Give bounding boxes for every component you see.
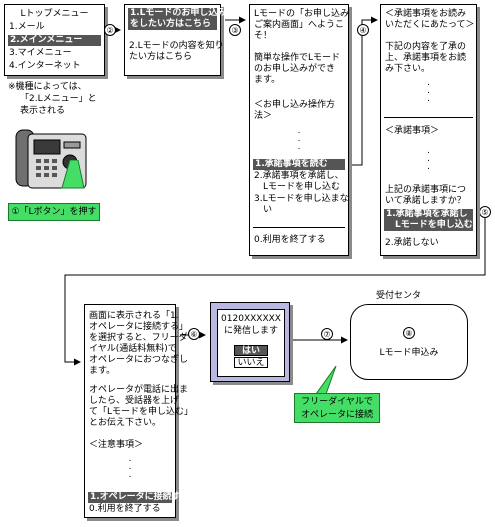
step-8-marker: ⑧	[403, 327, 415, 339]
menu-item-main-menu[interactable]: 2.メインメニュー	[8, 35, 101, 46]
ellipsis-vertical: ...	[427, 78, 430, 104]
guide-line-9: ＜お申し込み操作方	[254, 100, 336, 110]
terms-line-2: いただくにあたって＞	[385, 20, 475, 30]
guide-line-10: 法＞	[254, 111, 273, 121]
option-accept-line-2[interactable]: Lモードを申し込む	[384, 220, 473, 231]
dialing-panel: 0120XXXXXX に発信します はい いいえ	[217, 309, 285, 377]
option-info-line-2[interactable]: たい方はこちら	[129, 52, 193, 62]
terms-line-1: ＜承諾事項をお読み	[385, 9, 467, 19]
operator-line-9: て「Lモードを申し込む」	[89, 407, 194, 417]
callout-free-dial: フリーダイヤルで オペレータに接続	[294, 393, 380, 423]
operator-line-5: オペレータにおつなぎし	[89, 355, 189, 365]
operator-line-1: 画面に表示される「1.	[89, 311, 179, 321]
option-decline-line-1[interactable]: 3.Lモードを申し込まな	[254, 194, 349, 204]
screen-application-guide: Lモードの「お申し込み ご案内画面」へようこ そ！ 簡単な操作でLモード のお申…	[249, 4, 349, 256]
reception-center: ⑧ Lモード申込み	[350, 304, 468, 380]
guide-line-2: ご案内画面」へようこ	[254, 20, 345, 30]
terms-question-line-1: 上記の承諾事項につ	[385, 185, 467, 195]
ellipsis-vertical: ...	[128, 454, 132, 480]
terms-line-6: み下さい。	[385, 64, 431, 74]
option-accept-line-1[interactable]: 2.承諾事項を承諾し、	[254, 171, 344, 181]
option-accept-line-1[interactable]: 1.承諾事項を承諾し	[384, 209, 473, 220]
no-button[interactable]: いいえ	[234, 357, 268, 368]
operator-line-8: したら、受話器を上げ	[89, 396, 180, 406]
step-7-marker: ⑦	[321, 328, 333, 340]
callout-pointer	[61, 160, 85, 189]
center-text: Lモード申込み	[379, 348, 439, 358]
operator-line-2: オペレータに接続する」	[89, 322, 189, 332]
operator-line-12: ＜注意事項＞	[89, 440, 144, 450]
note-line-1: ※機種によっては、	[8, 82, 87, 92]
terms-line-4: 下記の内容を了承の	[385, 42, 467, 52]
dial-number: 0120XXXXXX	[221, 314, 281, 324]
option-connect-operator[interactable]: 1.オペレータに接続する	[88, 492, 190, 503]
guide-line-1: Lモードの「お申し込み	[254, 9, 350, 19]
operator-line-3: を選択すると、フリーダ	[89, 333, 188, 343]
screen-l-top-menu: Lトップメニュー 1.メール 2.メインメニュー 3.マイメニュー 4.インター…	[4, 4, 105, 76]
yes-button[interactable]: はい	[234, 345, 268, 356]
option-decline-line-2[interactable]: い	[254, 205, 273, 215]
screen-dialing: 0120XXXXXX に発信します はい いいえ	[210, 302, 290, 382]
step-4-marker: ④	[357, 24, 369, 36]
option-decline[interactable]: 2.承諾しない	[385, 238, 439, 248]
menu-title: Lトップメニュー	[20, 9, 89, 19]
operator-line-6: ます。	[89, 366, 116, 376]
screen-terms: ＜承諾事項をお読み いただくにあたって＞ 下記の内容を了承の 上、承諾事項をお読…	[380, 4, 477, 256]
guide-line-7: ます。	[254, 75, 281, 85]
arrow-3-4	[338, 16, 378, 166]
terms-line-5: 上、承諾事項をお読	[385, 53, 467, 63]
guide-line-6: のお申し込みができ	[254, 64, 336, 74]
callout-free-dial-line-2: オペレータに接続	[300, 410, 373, 420]
dial-message: に発信します	[223, 326, 278, 336]
operator-line-4: イヤル(通話料無料)で	[89, 344, 177, 354]
option-exit[interactable]: 0.利用を終了する	[89, 504, 161, 514]
callout-pointer	[315, 366, 337, 395]
guide-line-3: そ！	[254, 31, 273, 41]
screen-main-menu: 1.Lモードのお申し込み をしたい方はこちら 2.Lモードの内容を知り たい方は…	[124, 4, 227, 76]
callout-l-button: ①「Lボタン」を押す	[8, 203, 100, 221]
menu-item-mail[interactable]: 1.メール	[9, 22, 45, 32]
step-3-marker: ③	[229, 24, 241, 36]
ellipsis-vertical: ...	[427, 146, 430, 172]
option-accept-line-2[interactable]: Lモードを申し込む	[254, 182, 341, 192]
operator-line-10: とお伝え下さい。	[89, 418, 162, 428]
option-read-terms[interactable]: 1.承諾事項を読む	[253, 159, 345, 170]
step-6-marker: ⑥	[188, 328, 200, 340]
divider	[253, 227, 345, 228]
divider	[384, 117, 473, 118]
step-5-marker: ⑤	[479, 206, 491, 218]
center-label: 受付センタ	[376, 291, 422, 301]
option-apply-line-1[interactable]: 1.Lモードのお申し込み	[128, 8, 227, 19]
screen-operator-guide: 画面に表示される「1. オペレータに接続する」 を選択すると、フリーダ イヤル(…	[84, 304, 194, 518]
guide-line-5: 簡単な操作でLモード	[254, 53, 341, 63]
step-2-marker: ②	[104, 24, 116, 36]
note-line-2: 「2.Lメニュー」と	[20, 94, 97, 104]
note-line-3: 表示される	[20, 106, 66, 116]
terms-question-line-2: いて承諾しますか？	[385, 196, 466, 206]
menu-item-internet[interactable]: 4.インターネット	[9, 61, 81, 71]
operator-line-7: オペレータが電話に出ま	[89, 385, 189, 395]
terms-section-title: ＜承諾事項＞	[385, 126, 440, 136]
menu-item-my-menu[interactable]: 3.マイメニュー	[9, 48, 72, 58]
option-apply-line-2[interactable]: をしたい方はこちら	[128, 19, 217, 30]
option-info-line-1[interactable]: 2.Lモードの内容を知り	[129, 41, 224, 51]
ellipsis-vertical: ...	[297, 126, 301, 152]
option-exit[interactable]: 0.利用を終了する	[254, 235, 326, 245]
callout-free-dial-line-1: フリーダイヤルで	[301, 397, 373, 407]
